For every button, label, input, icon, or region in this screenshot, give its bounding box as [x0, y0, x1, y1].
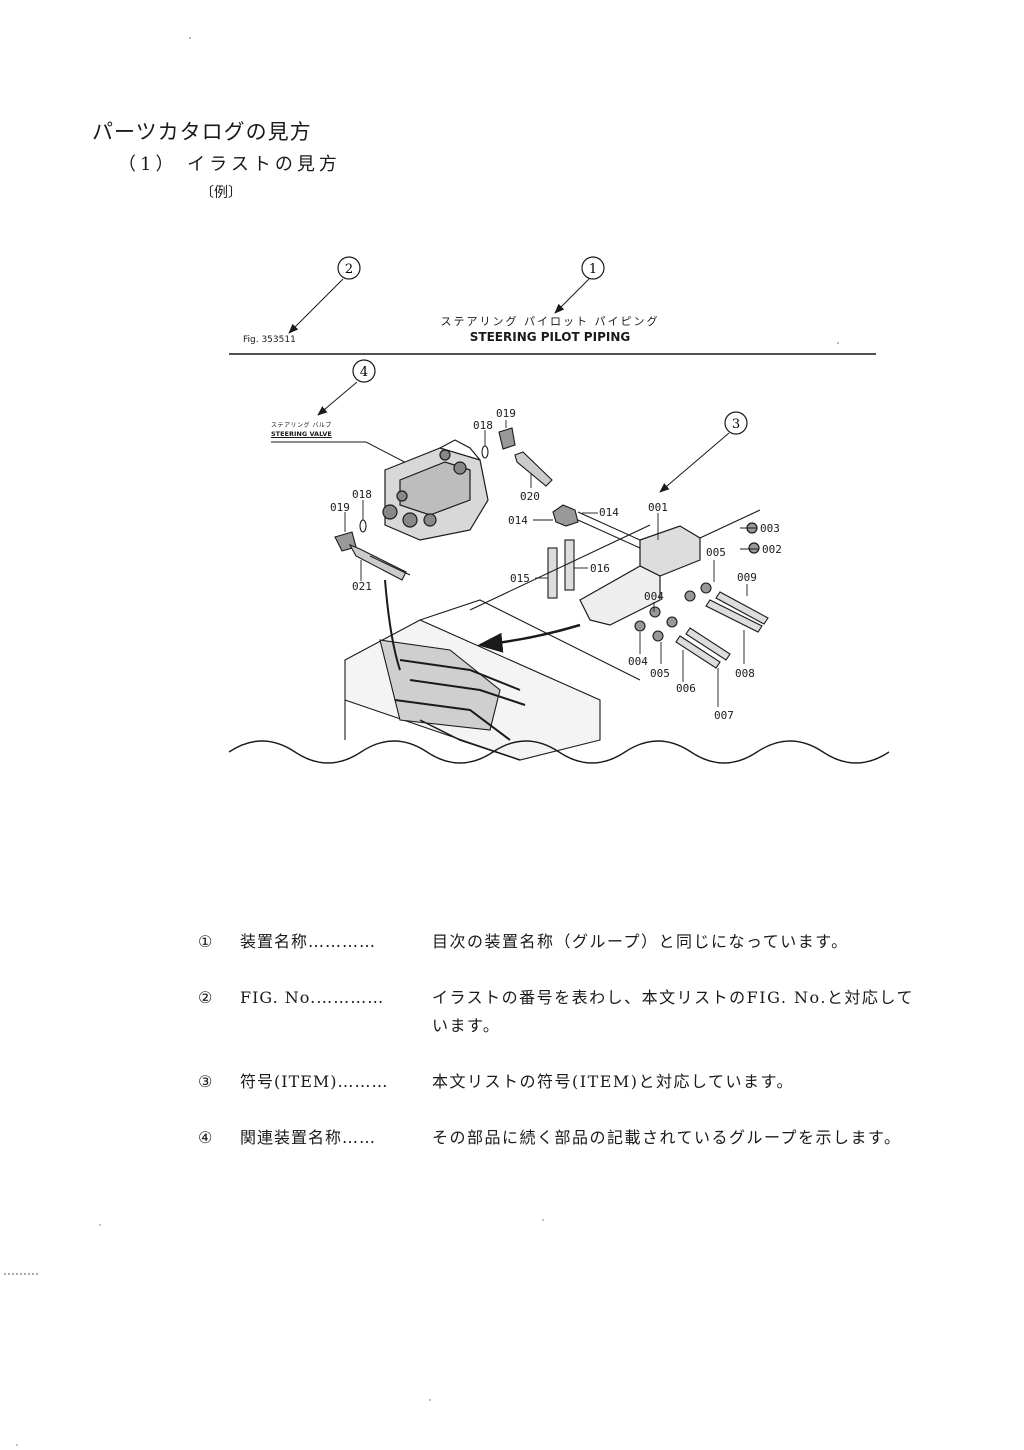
callout-1-label: 1	[589, 262, 597, 277]
page-title: パーツカタログの見方	[92, 120, 312, 144]
part-label-019b: 019	[496, 407, 516, 420]
part-label-019a: 019	[330, 501, 350, 514]
part-label-008: 008	[735, 667, 755, 680]
note-item: ② FIG. No.………… イラストの番号を表わし、本文リストのFIG. No…	[198, 984, 958, 1040]
part-label-016: 016	[590, 562, 610, 575]
part-label-009: 009	[737, 571, 757, 584]
part-label-015: 015	[510, 572, 530, 585]
part-label-005b: 005	[650, 667, 670, 680]
note-description: 本文リストの符号(ITEM)と対応しています。	[432, 1072, 794, 1091]
callout-3	[724, 411, 748, 435]
callout-1	[581, 256, 605, 280]
note-number: ①	[198, 932, 213, 951]
part-label-007: 007	[714, 709, 734, 722]
part-label-001: 001	[648, 501, 668, 514]
note-number: ④	[198, 1128, 213, 1147]
part-label-006: 006	[676, 682, 696, 695]
parts-illustration: 1 2 3 4	[228, 256, 890, 764]
fig-number: Fig. 353511	[243, 335, 296, 345]
center-fittings	[547, 504, 641, 599]
part-label-003: 003	[760, 522, 780, 535]
example-label: 〔例〕	[200, 185, 242, 201]
cut-line	[228, 740, 890, 764]
callout-2	[337, 256, 361, 280]
callout-4	[352, 359, 376, 383]
machine-frame-drawing	[344, 524, 651, 761]
note-term: FIG. No.…………	[240, 988, 385, 1007]
note-term: 装置名称…………	[240, 932, 377, 951]
note-term: 関連装置名称……	[240, 1128, 377, 1147]
part-label-014a: 014	[599, 506, 619, 519]
steering-valve-drawing	[382, 439, 489, 541]
part-label-018b: 018	[473, 419, 493, 432]
callout-4-label: 4	[360, 365, 368, 380]
callout-2-label: 2	[345, 262, 353, 277]
part-label-002: 002	[762, 543, 782, 556]
related-group-jp: ステアリング バルブ	[271, 422, 332, 429]
part-label-021: 021	[352, 580, 372, 593]
part-label-004b: 004	[628, 655, 648, 668]
note-description: イラストの番号を表わし、本文リストのFIG. No.と対応しています。	[432, 988, 914, 1035]
part-label-005a: 005	[706, 546, 726, 559]
tubes-drawing	[634, 582, 769, 669]
note-item: ③ 符号(ITEM)……… 本文リストの符号(ITEM)と対応しています。	[198, 1068, 958, 1096]
figure-title-jp: ステアリング パイロット パイピング	[440, 315, 660, 328]
part-label-018a: 018	[352, 488, 372, 501]
note-number: ②	[198, 988, 213, 1007]
note-number: ③	[198, 1072, 213, 1091]
note-item: ① 装置名称………… 目次の装置名称（グループ）と同じになっています。	[198, 928, 958, 956]
top-fittings	[481, 427, 553, 487]
related-group-en: STEERING VALVE	[271, 430, 332, 438]
part-label-004a: 004	[644, 590, 664, 603]
note-term: 符号(ITEM)………	[240, 1072, 389, 1091]
note-description: 目次の装置名称（グループ）と同じになっています。	[432, 932, 849, 951]
note-description: その部品に続く部品の記載されているグループを示します。	[432, 1128, 902, 1147]
notes-list: ① 装置名称………… 目次の装置名称（グループ）と同じになっています。 ② FI…	[198, 928, 958, 1180]
left-fittings	[334, 519, 411, 581]
part-label-020: 020	[520, 490, 540, 503]
part-label-014b: 014	[508, 514, 528, 527]
figure-title-en: STEERING PILOT PIPING	[469, 330, 631, 344]
note-item: ④ 関連装置名称…… その部品に続く部品の記載されているグループを示します。	[198, 1124, 958, 1152]
callout-3-label: 3	[732, 417, 740, 432]
section-subtitle: （1） イラストの見方	[118, 154, 341, 175]
